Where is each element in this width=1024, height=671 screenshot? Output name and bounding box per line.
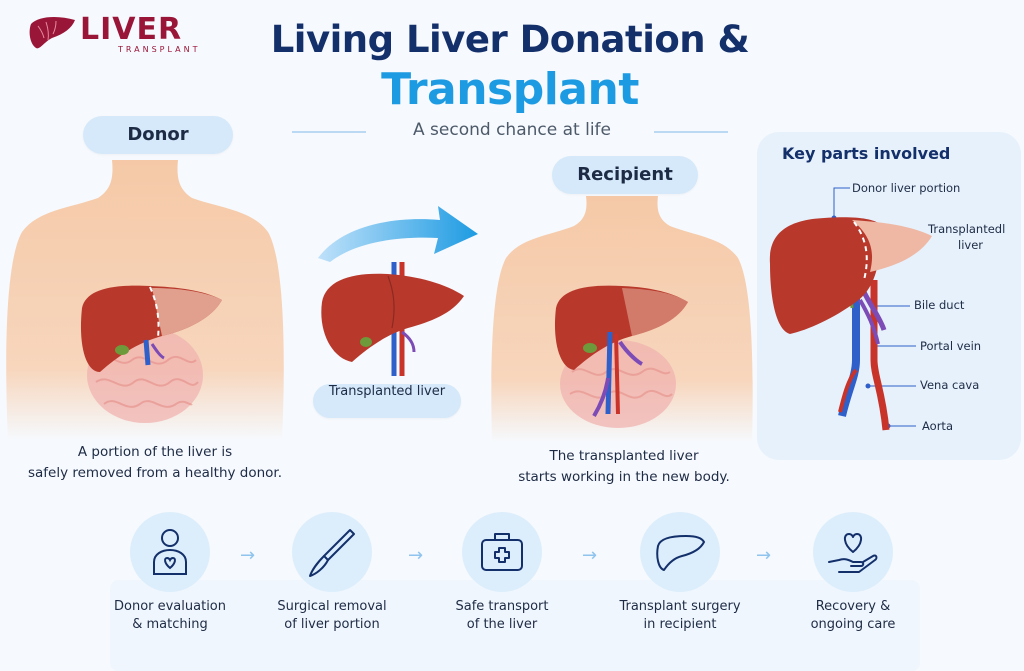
key-parts-title: Key parts involved — [782, 144, 951, 163]
recipient-caption-line2: starts working in the new body. — [518, 469, 730, 485]
transplanted-liver-pill: Transplanted liver — [313, 384, 461, 418]
step-arrow-4: → — [756, 545, 772, 566]
recipient-torso-illustration — [491, 196, 753, 442]
donor-pill: Donor — [83, 116, 233, 154]
liver-logo-icon — [29, 16, 76, 49]
key-parts-diagram — [769, 187, 932, 431]
step-2-circle — [292, 512, 372, 592]
step-1-label: Donor evaluation & matching — [95, 598, 245, 634]
steps-band — [110, 580, 920, 671]
step-3-label: Safe transport of the liver — [427, 598, 577, 634]
page-title-line2: Transplant — [381, 64, 639, 115]
donor-caption-line1: A portion of the liver is — [77, 444, 233, 460]
label-transplanted-liver-line2: liver — [958, 238, 983, 252]
donor-caption-line2: safely removed from a healthy donor. — [27, 465, 283, 481]
step-4-line1: Transplant surgery — [619, 599, 741, 614]
step-2-line1: Surgical removal — [277, 599, 387, 614]
logo-subword: TRANSPLANT — [118, 45, 201, 54]
step-2-label: Surgical removal of liver portion — [257, 598, 407, 634]
step-5-circle — [813, 512, 893, 592]
label-vena-cava: Vena cava — [920, 378, 980, 392]
label-aorta: Aorta — [922, 419, 953, 433]
step-4-line2: in recipient — [643, 617, 717, 632]
hand-heart-icon — [828, 533, 878, 573]
page-title-line1: Living Liver Donation & — [270, 18, 750, 61]
label-transplanted-liver-line1: Transplantedl — [928, 222, 1006, 236]
donor-caption: A portion of the liver is safely removed… — [20, 442, 290, 484]
step-4-label: Transplant surgery in recipient — [605, 598, 755, 634]
step-3-line2: of the liver — [466, 617, 538, 632]
step-1-line1: Donor evaluation — [113, 599, 226, 614]
person-heart-icon — [153, 529, 187, 575]
step-5-label: Recovery & ongoing care — [778, 598, 928, 634]
medical-kit-icon — [481, 533, 523, 571]
recipient-caption-line1: The transplanted liver — [549, 448, 699, 464]
logo: LIVER TRANSPLANT — [28, 10, 208, 56]
page-subtitle: A second chance at life — [413, 120, 611, 140]
step-5-line2: ongoing care — [810, 617, 896, 632]
step-arrow-2: → — [408, 545, 424, 566]
step-1-circle — [130, 512, 210, 592]
liver-icon — [656, 535, 705, 571]
transfer-arrow — [318, 206, 478, 262]
transplanted-liver-illustration — [321, 262, 464, 376]
label-donor-liver-portion: Donor liver portion — [852, 181, 961, 195]
scalpel-icon — [309, 529, 355, 577]
step-arrow-1: → — [240, 545, 256, 566]
step-1-line2: & matching — [132, 617, 208, 632]
subtitle-rule-left — [292, 131, 366, 133]
step-3-circle — [462, 512, 542, 592]
recipient-pill: Recipient — [552, 156, 698, 194]
step-arrow-3: → — [582, 545, 598, 566]
logo-word: LIVER — [80, 12, 183, 47]
step-3-line1: Safe transport — [455, 599, 549, 614]
label-portal-vein: Portal vein — [920, 339, 982, 353]
step-5-line1: Recovery & — [815, 599, 891, 614]
recipient-caption: The transplanted liver starts working in… — [492, 446, 756, 488]
step-4-circle — [640, 512, 720, 592]
step-2-line2: of liver portion — [284, 617, 380, 632]
label-bile-duct: Bile duct — [914, 298, 965, 312]
donor-torso-illustration — [6, 160, 284, 440]
subtitle-rule-right — [654, 131, 728, 133]
